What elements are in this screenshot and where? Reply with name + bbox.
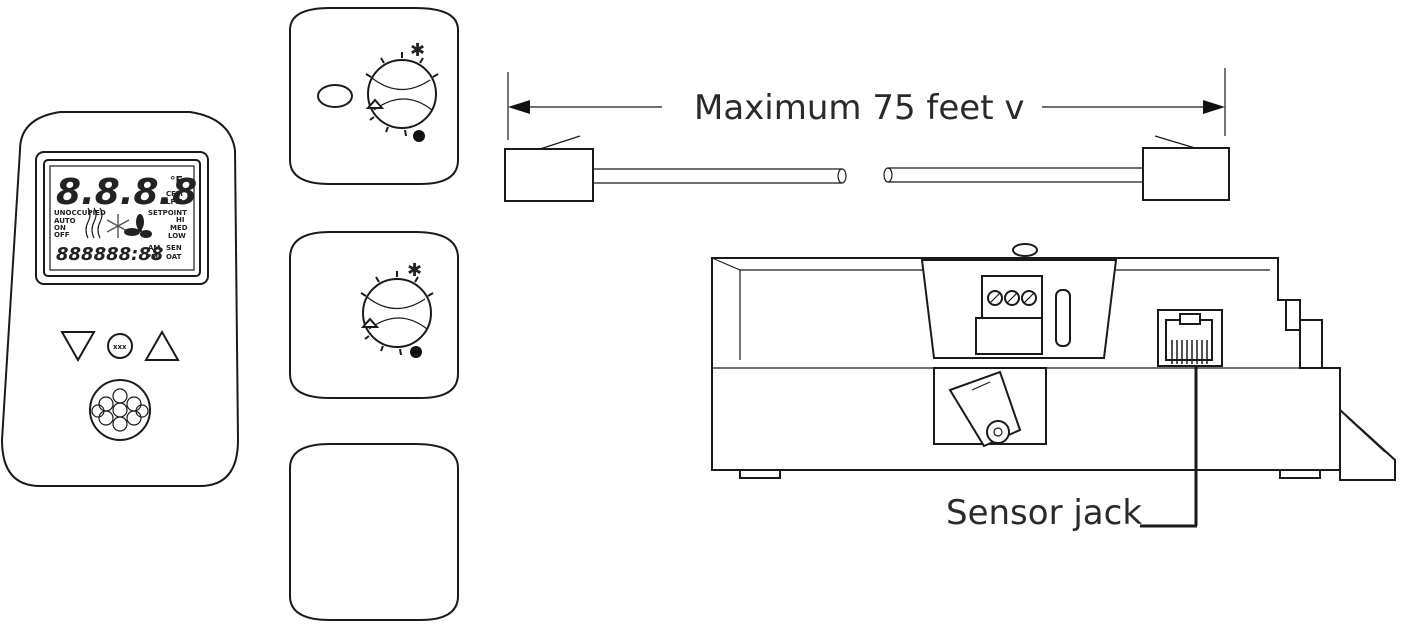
lcd-auto: AUTO — [54, 217, 76, 225]
blank-sensor — [289, 443, 459, 621]
cool-snowflake-icon-2: ✱ — [407, 260, 422, 281]
warm-dot-icon-2 — [410, 346, 422, 358]
controller-enclosure — [711, 243, 1396, 481]
sensor-jack-port — [1157, 309, 1223, 367]
damper-handle — [933, 367, 1047, 448]
dial-sensor: ✱ — [289, 231, 459, 399]
lcd-lpm: LPM — [166, 198, 183, 206]
mode-button-icon[interactable] — [107, 333, 133, 359]
setpoint-dial-2[interactable] — [360, 271, 434, 356]
sensor-jack-callout: Sensor jack — [946, 365, 1198, 533]
fan-icon — [124, 214, 152, 238]
lcd-clock: 888888:88 — [56, 244, 163, 265]
right-arrowhead — [1203, 100, 1225, 114]
left-arrowhead — [508, 100, 530, 114]
up-arrow-icon[interactable] — [144, 329, 180, 361]
cable-assembly: Maximum 75 feet v — [504, 68, 1230, 202]
dial-sensor-with-override: ✱ — [289, 7, 459, 185]
lcd-sen: SEN — [166, 244, 182, 252]
right-plug — [1142, 147, 1230, 201]
lcd-med: MED — [170, 224, 188, 232]
status-led — [1055, 289, 1071, 347]
sensor-jack-label: Sensor jack — [946, 493, 1142, 533]
heat-icon — [85, 207, 103, 239]
distance-label: Maximum 75 feet v — [694, 88, 1024, 128]
digital-display-sensor: 8.8.8.8 °F CFM LPM UNOCCUPIED SETPOINT A… — [0, 111, 240, 487]
override-button[interactable] — [317, 84, 353, 108]
lcd-oat: OAT — [166, 253, 182, 261]
setpoint-dial[interactable] — [365, 52, 439, 137]
lcd-deg-f: °F — [170, 174, 183, 187]
lcd-pm: PM — [146, 253, 158, 261]
lcd-unoccupied: UNOCCUPIED — [54, 209, 106, 217]
terminal-block — [975, 275, 1043, 355]
lcd-on: ON — [54, 224, 66, 232]
down-arrow-icon[interactable] — [60, 331, 96, 363]
lcd-screen: 8.8.8.8 °F CFM LPM UNOCCUPIED SETPOINT A… — [54, 172, 197, 265]
lcd-hi: HI — [176, 216, 184, 224]
mode-button-mark: xxx — [113, 343, 127, 351]
warm-dot-icon — [413, 130, 425, 142]
lcd-cfm: CFM — [166, 190, 183, 198]
lcd-off: OFF — [54, 231, 70, 239]
lcd-low: LOW — [168, 232, 186, 240]
cool-snowflake-icon: ✱ — [410, 40, 425, 61]
occupancy-lens — [89, 379, 151, 441]
left-plug — [504, 148, 594, 202]
lcd-digits: 8.8.8.8 — [56, 172, 197, 213]
lcd-setpoint: SETPOINT — [148, 209, 187, 217]
lcd-am: AM — [148, 244, 160, 252]
